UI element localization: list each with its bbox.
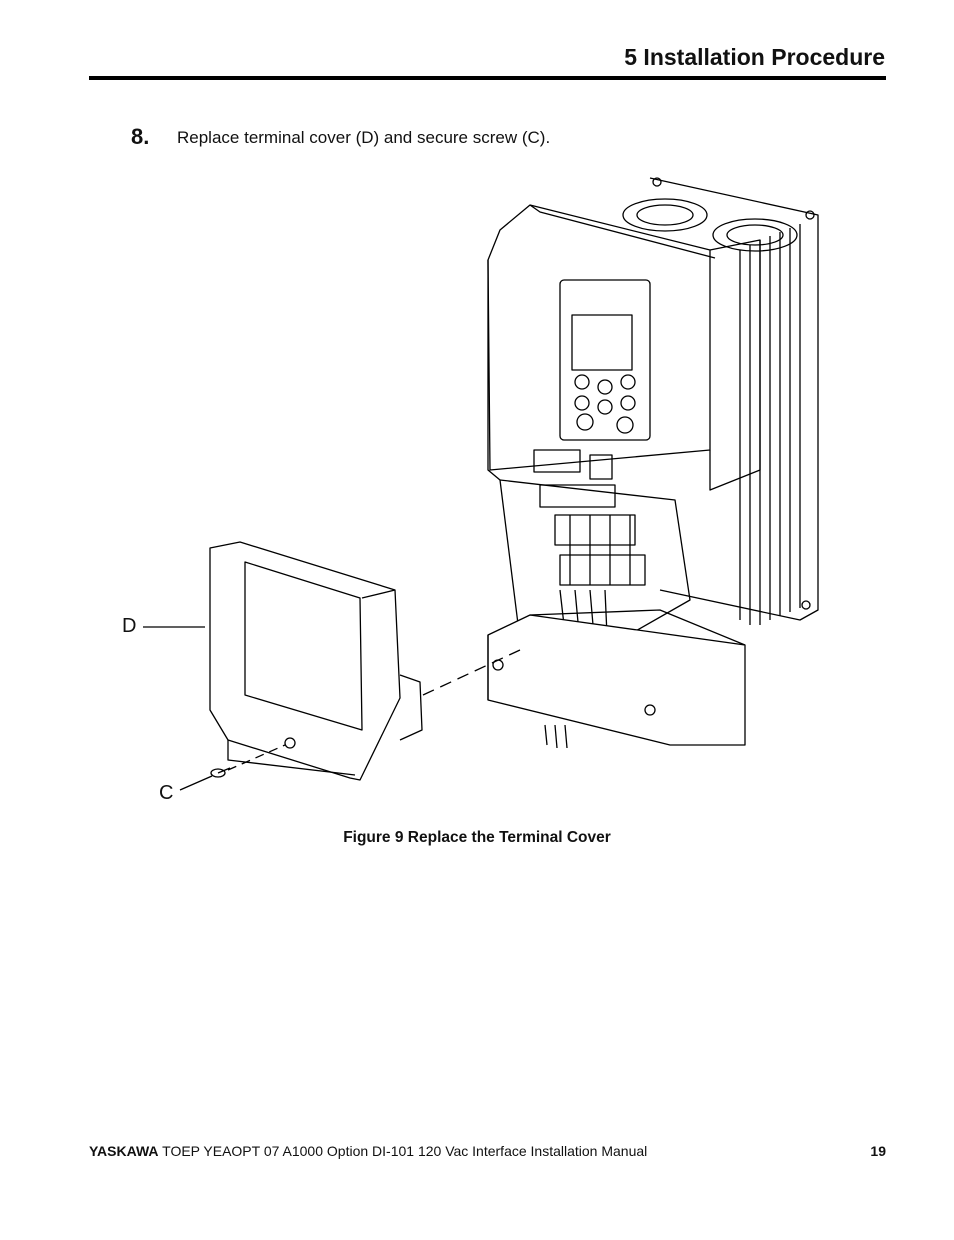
callout-c: C bbox=[159, 782, 174, 804]
drive-illustration bbox=[143, 177, 819, 791]
heatsink bbox=[622, 177, 819, 625]
screw bbox=[210, 767, 231, 778]
figure-illustration bbox=[100, 170, 860, 820]
step-instruction: Replace terminal cover (D) and secure sc… bbox=[177, 128, 551, 147]
figure-caption: Figure 9 Replace the Terminal Cover bbox=[343, 829, 611, 846]
footer-doc-title: TOEP YEAOPT 07 A1000 Option DI-101 120 V… bbox=[162, 1143, 648, 1159]
footer-brand: YASKAWA bbox=[89, 1143, 159, 1159]
option-box bbox=[487, 609, 746, 749]
terminal-cover bbox=[209, 541, 423, 781]
callout-d: D bbox=[122, 615, 137, 637]
header-rule bbox=[89, 76, 886, 80]
drive-body bbox=[487, 204, 761, 666]
step-number: 8. bbox=[131, 124, 150, 149]
section-title: 5 Installation Procedure bbox=[624, 44, 885, 70]
page-number: 19 bbox=[870, 1143, 886, 1159]
footer: YASKAWA TOEP YEAOPT 07 A1000 Option DI-1… bbox=[89, 1143, 647, 1159]
